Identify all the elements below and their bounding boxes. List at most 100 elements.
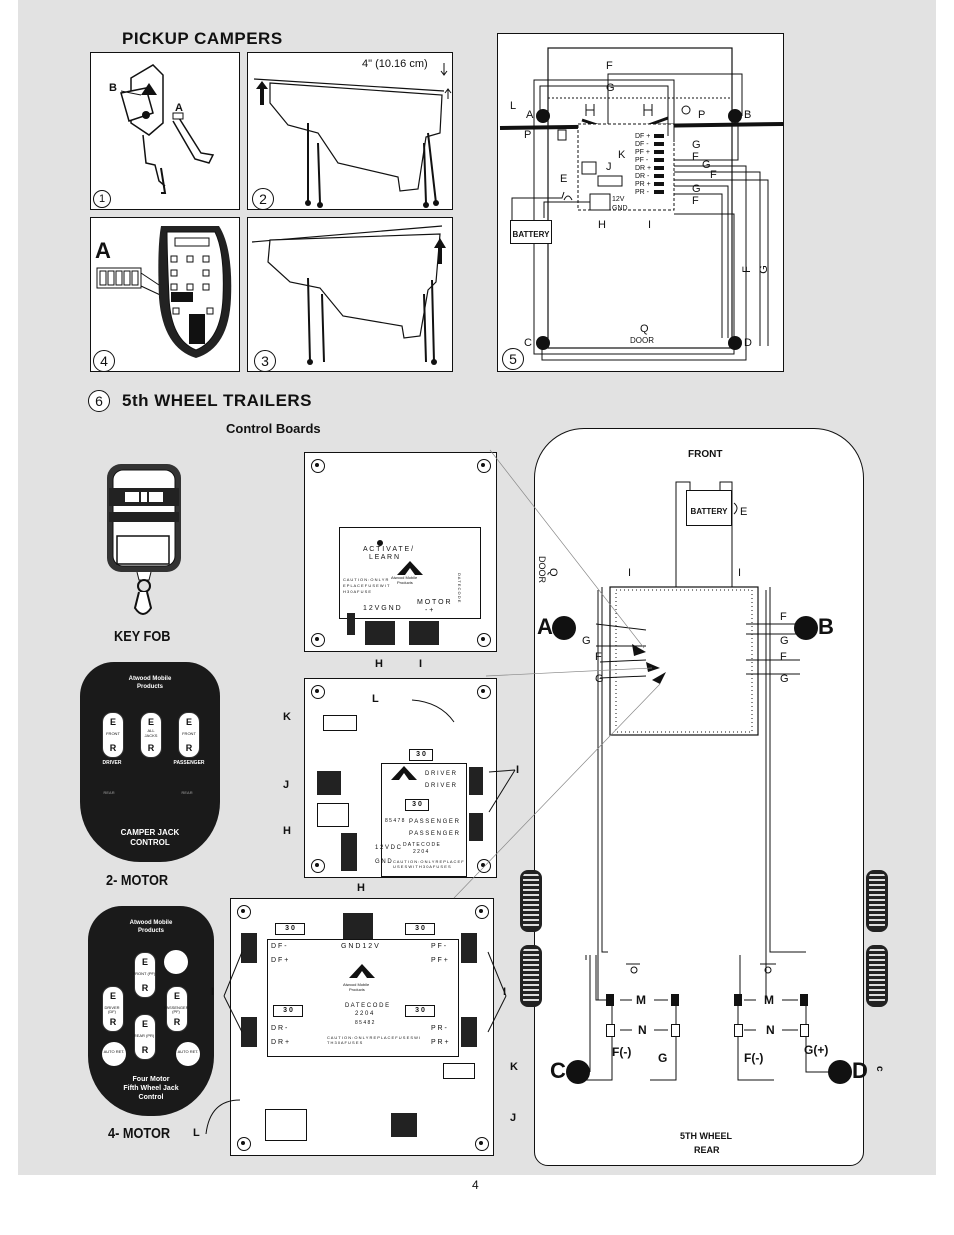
step-number-6: 6 xyxy=(88,390,110,412)
board1-motor-terminal xyxy=(409,621,439,645)
label-g-trailer-2: G xyxy=(595,673,604,685)
board1-fuse xyxy=(347,613,355,635)
pickup-terminal-label: DR + xyxy=(635,165,652,172)
label-g-trailer-3: G xyxy=(780,635,789,647)
motor-terminal xyxy=(606,994,614,1006)
label-f-minus-right: F(-) xyxy=(744,1051,764,1065)
label-n-left: N xyxy=(638,1023,647,1037)
auto-ret-right-button[interactable] xyxy=(176,1042,200,1066)
pickup-jack-a-dot xyxy=(536,109,550,123)
remote2-btn-left: FRONT xyxy=(106,731,120,736)
board3-df-plus: D F + xyxy=(271,957,289,964)
pickup-terminal-label: PR - xyxy=(635,189,649,196)
board2-rj-jack[interactable] xyxy=(317,771,341,795)
pickup-12v: 12V xyxy=(612,196,625,203)
board3-fuse-3: 3 0 xyxy=(273,1005,303,1017)
remote4-auto-r: AUTO RET. xyxy=(177,1049,199,1054)
label-n-right: N xyxy=(766,1023,775,1037)
label-f-1: F xyxy=(692,151,699,163)
remote4-title2: Fifth Wheel Jack xyxy=(123,1085,179,1092)
remote2-driver: DRIVER xyxy=(102,760,122,766)
motor-terminal xyxy=(800,994,808,1006)
label-g-trailer-1: G xyxy=(582,635,591,647)
remote2-btn-mid1: ALL xyxy=(147,728,155,733)
learn-button[interactable] xyxy=(377,540,383,546)
label-g-trailer-4: G xyxy=(780,673,789,685)
motor-terminal xyxy=(734,994,742,1006)
board3-date-code: D A T E C O D E xyxy=(345,1003,390,1009)
remote2-rear-l: REAR xyxy=(103,790,115,795)
connector xyxy=(734,1024,743,1037)
dimension-label: 4" (10.16 cm) xyxy=(362,58,428,70)
board2-dip-switch[interactable] xyxy=(323,715,357,731)
pickup-battery: BATTERY xyxy=(510,220,552,244)
remote2-title2: CONTROL xyxy=(130,838,170,847)
label-g-2: G xyxy=(702,159,711,171)
label-q-pickup: Q xyxy=(640,323,649,335)
label-a: A xyxy=(175,102,183,114)
board2-label xyxy=(381,763,467,877)
pickup-jack-b-dot xyxy=(728,109,742,123)
board2-part: 8 5 4 7 8 xyxy=(385,818,405,824)
remote4-rear-pr: REAR (PR) xyxy=(133,1033,155,1038)
remote4-power-button[interactable] xyxy=(164,950,188,974)
tire xyxy=(866,945,888,1007)
trailer-jack-b-dot xyxy=(794,616,818,640)
small-c-label: c xyxy=(874,1066,885,1072)
jack-crank-illustration xyxy=(120,64,215,194)
atwood-logo xyxy=(349,964,375,978)
remote4-brand1: Atwood Mobile xyxy=(129,920,173,926)
board3-rj-jack[interactable] xyxy=(391,1113,417,1137)
board2-date-num: 2 2 0 4 xyxy=(413,849,429,855)
screw xyxy=(237,1137,251,1151)
remote2-brand2: Products xyxy=(136,684,163,690)
pickup-terminal-label: PF + xyxy=(635,149,650,156)
label-c-pickup: C xyxy=(524,337,532,349)
board1-power-terminal xyxy=(365,621,395,645)
label-c-trailer: C xyxy=(550,1058,566,1083)
control-boards-title: Control Boards xyxy=(226,421,321,436)
label-h-pickup: H xyxy=(598,219,606,231)
label-f-trailer-3: F xyxy=(780,651,787,663)
label-i-pickup: I xyxy=(648,219,652,231)
board2-12vdc: 1 2 V D C xyxy=(375,845,402,851)
board3-fuse-2: 3 0 xyxy=(405,923,435,935)
atwood-logo xyxy=(391,766,417,780)
remote2-btn-mid2: JACKS xyxy=(144,733,158,738)
board3-fuse-1: 3 0 xyxy=(275,923,305,935)
rear-label-2: REAR xyxy=(694,1145,720,1155)
board1-activate: A C T I V A T E / xyxy=(363,546,414,553)
label-g-left: G xyxy=(658,1051,668,1065)
board2-date-code: D A T E C O D E xyxy=(403,842,440,848)
screw xyxy=(311,859,325,873)
board1-brand2: Products xyxy=(397,580,413,585)
board3-power-terminal xyxy=(343,913,373,939)
rear-label-1: 5TH WHEEL xyxy=(680,1131,733,1141)
board3-brand2: Products xyxy=(349,987,365,992)
activate-learn-board: A C T I V A T E / L E A R N Atwood Mobil… xyxy=(304,452,497,652)
board2-power-terminal xyxy=(341,833,357,871)
board3-dip-switch[interactable] xyxy=(443,1063,475,1079)
label-i-board1: I xyxy=(419,658,423,670)
label-k-board3: K xyxy=(510,1061,518,1073)
board2-fuse-1: 3 0 xyxy=(409,749,433,761)
pickup-terminal-label: DR - xyxy=(635,173,650,180)
label-f-minus-left: F(-) xyxy=(612,1045,632,1059)
figure-4-panel: A 4 xyxy=(90,217,240,372)
remote4-driver-df: DRIVER (DF) xyxy=(104,1005,120,1014)
label-k-pickup: K xyxy=(618,149,626,161)
label-i-board3-left: I xyxy=(211,986,215,998)
auto-ret-left-button[interactable] xyxy=(102,1042,126,1066)
board2-driver-r2: D R I V E R xyxy=(425,783,457,789)
trailer-jack-d-dot xyxy=(828,1060,852,1084)
label-g-plus-right: G(+) xyxy=(804,1043,829,1057)
